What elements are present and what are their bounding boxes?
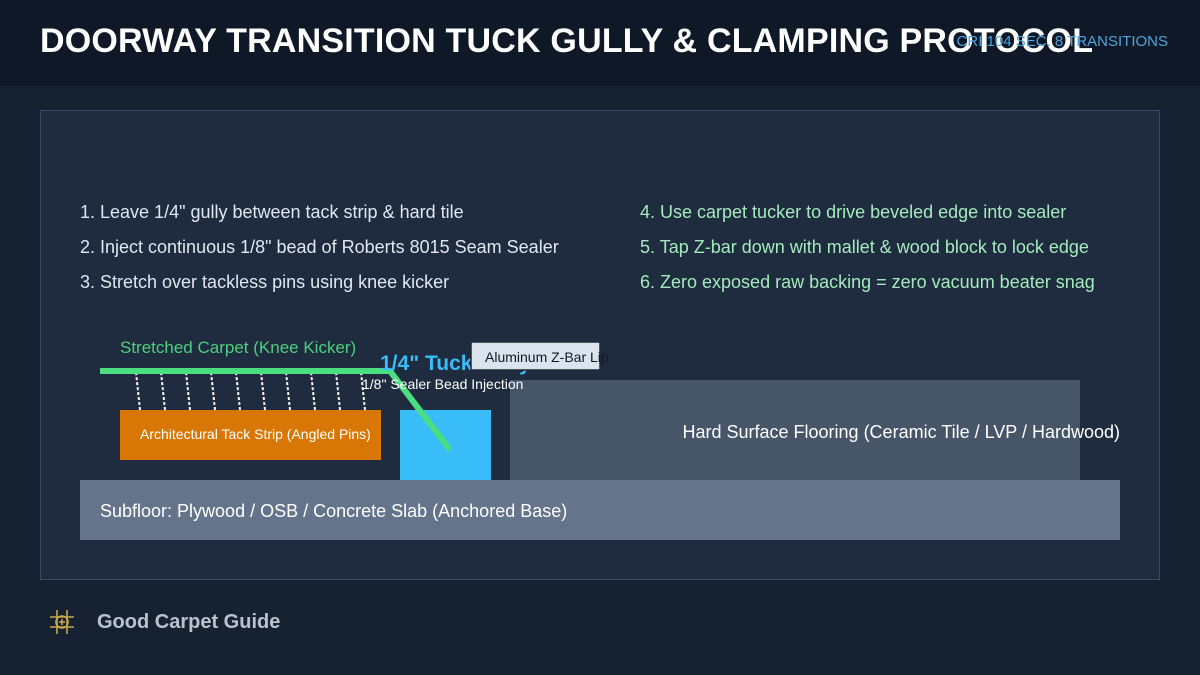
tack-pin: [310, 371, 316, 411]
tack-pins: [135, 371, 366, 411]
tack-pin: [260, 371, 266, 411]
tack-pin: [210, 371, 216, 411]
brand-name: Good Carpet Guide: [97, 611, 281, 633]
tack-strip-label: Architectural Tack Strip (Angled Pins): [140, 426, 371, 442]
tack-pin: [135, 371, 141, 411]
subfloor-label: Subfloor: Plywood / OSB / Concrete Slab …: [100, 501, 567, 521]
zbar-label: Aluminum Z-Bar Lip: [485, 349, 609, 365]
tack-strip-block: [120, 410, 381, 460]
step-5: 5. Tap Z-bar down with mallet & wood blo…: [640, 237, 1089, 257]
section-reference: CRI 104 SEC. 8 TRANSITIONS: [956, 33, 1168, 50]
step-4: 4. Use carpet tucker to drive beveled ed…: [640, 202, 1067, 222]
hard-floor-label: Hard Surface Flooring (Ceramic Tile / LV…: [682, 422, 1120, 442]
tack-pin: [335, 371, 341, 411]
tack-pin: [285, 371, 291, 411]
tack-pin: [235, 371, 241, 411]
carpet-label: Stretched Carpet (Knee Kicker): [120, 338, 356, 357]
tack-pin: [360, 371, 366, 411]
tack-pin: [160, 371, 166, 411]
sealer-label: 1/8" Sealer Bead Injection: [362, 376, 523, 392]
page-title: DOORWAY TRANSITION TUCK GULLY & CLAMPING…: [40, 22, 1094, 60]
step-6: 6. Zero exposed raw backing = zero vacuu…: [640, 272, 1095, 292]
hard-floor-block: [510, 380, 1080, 480]
tack-pin: [185, 371, 191, 411]
step-1: 1. Leave 1/4" gully between tack strip &…: [80, 202, 464, 222]
step-2: 2. Inject continuous 1/8" bead of Robert…: [80, 237, 559, 257]
carpet-tile-icon: [50, 610, 74, 634]
header-bar: DOORWAY TRANSITION TUCK GULLY & CLAMPING…: [0, 0, 1200, 86]
stretched-carpet-line: [100, 368, 453, 452]
subfloor-block: [80, 480, 1120, 540]
zbar-callout: [470, 341, 601, 371]
step-3: 3. Stretch over tackless pins using knee…: [80, 272, 450, 292]
